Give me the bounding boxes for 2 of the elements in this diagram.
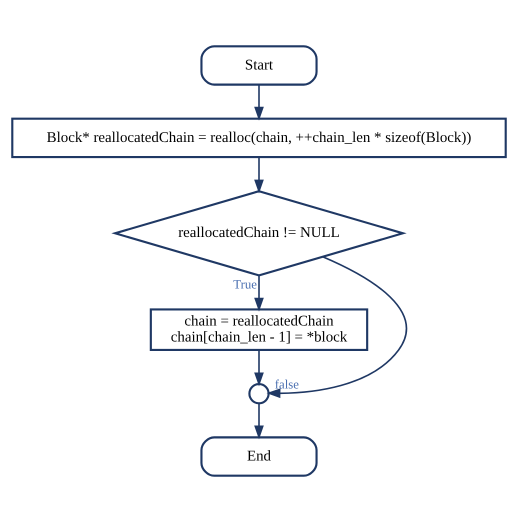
- edge-label: True: [233, 276, 257, 291]
- edge-label: false: [274, 377, 299, 392]
